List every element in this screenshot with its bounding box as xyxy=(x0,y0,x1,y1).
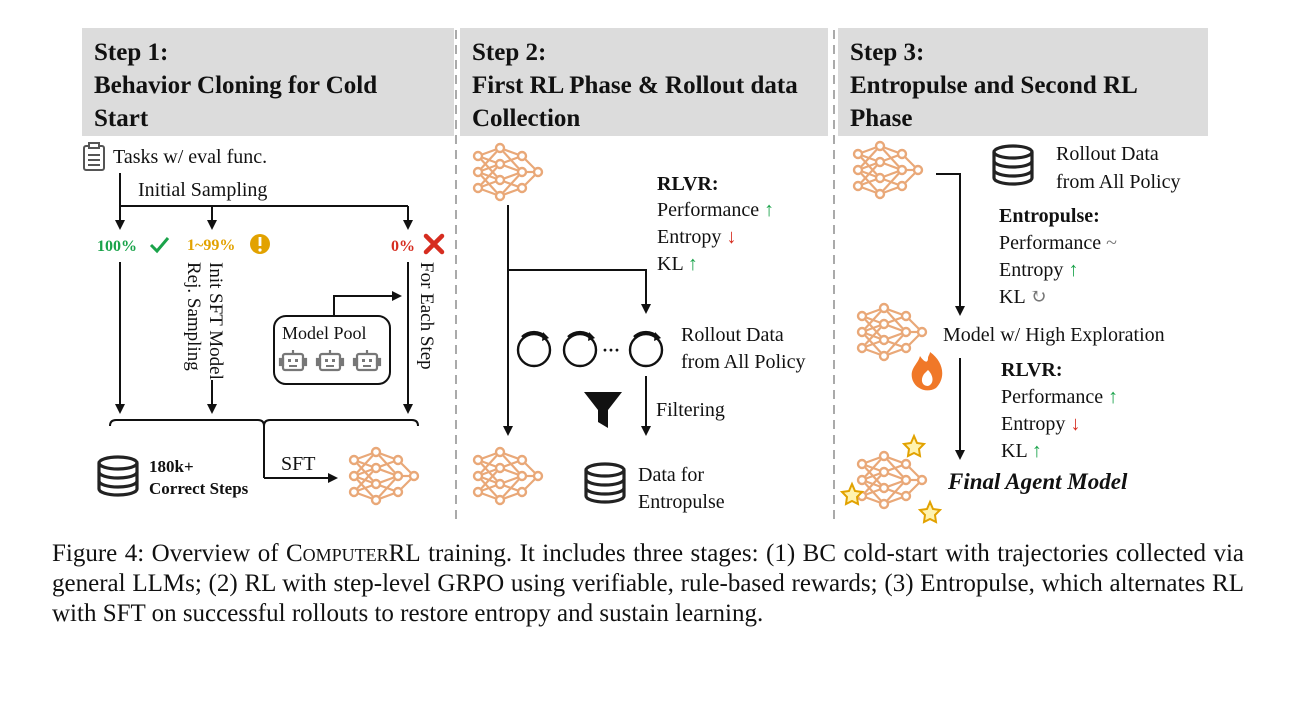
neural-network-icon xyxy=(856,302,928,362)
database-icon xyxy=(992,144,1034,186)
rollout-label: Rollout Data from All Policy xyxy=(681,322,805,376)
step3-rollout-label: Rollout Data from All Policy xyxy=(1056,140,1180,196)
data-line2: Entropulse xyxy=(638,491,725,513)
neural-network-icon xyxy=(348,446,420,506)
pct-0-label: 0% xyxy=(391,238,415,255)
pct-100-label: 100% xyxy=(97,238,137,255)
step3-performance2-row: Performance ↑ xyxy=(1001,385,1118,409)
entropy-row: Entropy ↓ xyxy=(657,225,736,249)
star-icon xyxy=(901,433,927,458)
kl-row: KL ↑ xyxy=(657,252,698,276)
entropulse-label: Entropulse: xyxy=(999,205,1100,227)
step3-performance2-label: Performance xyxy=(1001,386,1104,408)
neural-network-icon xyxy=(472,142,544,202)
init-sft-label: Init SFT Model Rej. Sampling xyxy=(182,262,226,380)
data-entropulse-label: Data for Entropulse xyxy=(638,462,725,516)
arrow-up-icon: ↑ xyxy=(764,199,775,221)
performance-row: Performance ↑ xyxy=(657,198,774,222)
tasks-label: Tasks w/ eval func. xyxy=(113,146,268,168)
entropy-label: Entropy xyxy=(657,226,722,248)
funnel-icon xyxy=(584,392,622,428)
neural-network-icon xyxy=(856,450,928,510)
step2-title-line1: Step 2: xyxy=(472,39,547,66)
correct-line2: Correct Steps xyxy=(149,479,249,498)
arrow-up-icon: ↑ xyxy=(687,253,698,275)
final-agent-label: Final Agent Model xyxy=(948,469,1128,494)
step3-kl-label: KL xyxy=(999,286,1025,308)
step3-kl-row: KL ↻ xyxy=(999,285,1047,309)
rollout-cycle-icon xyxy=(516,330,552,368)
rollout-cycle-icon xyxy=(628,330,664,368)
model-pool-label: Model Pool xyxy=(282,323,367,343)
step1-title-line2: Behavior Cloning for Cold xyxy=(94,72,378,99)
step2-title-line3: Collection xyxy=(472,105,581,132)
init-sft-line1: Init SFT Model xyxy=(205,262,226,380)
step3-title-line2: Entropulse and Second RL xyxy=(850,72,1138,99)
tilde-icon: ~ xyxy=(1106,232,1117,254)
data-line1: Data for xyxy=(638,464,705,486)
final-agent-network xyxy=(856,450,928,510)
star-icon xyxy=(839,481,865,506)
step3-rollout-line1: Rollout Data xyxy=(1056,143,1159,165)
step3-title-line1: Step 3: xyxy=(850,39,925,66)
arrow-up-icon: ↑ xyxy=(1108,386,1119,408)
sft-label: SFT xyxy=(281,453,316,475)
pct-mid-label: 1~99% xyxy=(187,237,236,254)
initial-sampling-label: Initial Sampling xyxy=(138,179,268,201)
correct-steps-label: 180k+ Correct Steps xyxy=(149,456,248,500)
star-icon xyxy=(917,499,943,524)
step3-entropy2-label: Entropy xyxy=(1001,413,1066,435)
step1-title-line1: Step 1: xyxy=(94,39,169,66)
step2-header: Step 2: First RL Phase & Rollout data Co… xyxy=(460,28,828,136)
init-sft-line2: Rej. Sampling xyxy=(183,262,204,371)
database-icon xyxy=(584,462,626,504)
step3-kl2-label: KL xyxy=(1001,440,1027,462)
caption-suffix: training. It includes three stages: (1) … xyxy=(52,540,1244,627)
step1-header: Step 1: Behavior Cloning for Cold Start xyxy=(82,28,454,136)
flame-icon xyxy=(911,352,943,391)
cross-icon xyxy=(423,233,445,255)
rollout-cycle-icon xyxy=(562,330,598,368)
rlvr-label: RLVR: xyxy=(657,173,719,195)
for-each-step-label: For Each Step xyxy=(416,262,437,370)
high-exploration-label: Model w/ High Exploration xyxy=(943,324,1165,346)
step1-title-line3: Start xyxy=(94,105,149,132)
kl-label: KL xyxy=(657,253,683,275)
step3-rlvr-label: RLVR: xyxy=(1001,359,1063,381)
step3-title-line3: Phase xyxy=(850,105,913,132)
neural-network-icon xyxy=(852,140,924,200)
database-icon xyxy=(97,455,139,497)
step3-performance-row: Performance ~ xyxy=(999,231,1117,255)
arrow-up-icon: ↑ xyxy=(1031,440,1042,462)
step1-sampling-arrows xyxy=(109,173,419,483)
rollout-line2: from All Policy xyxy=(681,351,806,373)
performance-label: Performance xyxy=(657,199,760,221)
correct-line1: 180k+ xyxy=(149,457,194,476)
clipboard-icon xyxy=(83,142,105,171)
arrow-up-icon: ↑ xyxy=(1068,259,1079,281)
step3-performance-label: Performance xyxy=(999,232,1102,254)
caption-prefix: Figure 4: Overview of xyxy=(52,540,286,567)
warning-icon xyxy=(250,234,270,254)
step3-entropy2-row: Entropy ↓ xyxy=(1001,412,1080,436)
rollout-line1: Rollout Data xyxy=(681,324,784,346)
figure-caption: Figure 4: Overview of ComputerRL trainin… xyxy=(52,539,1244,629)
cycle-arrow-icon: ↻ xyxy=(1029,286,1047,308)
neural-network-icon xyxy=(472,446,544,506)
step3-rollout-line2: from All Policy xyxy=(1056,171,1181,193)
check-icon xyxy=(149,237,170,254)
filtering-label: Filtering xyxy=(656,399,725,421)
step3-entropy-row: Entropy ↑ xyxy=(999,258,1078,282)
ellipsis-label: ··· xyxy=(602,340,621,360)
step3-kl2-row: KL ↑ xyxy=(1001,439,1042,463)
step2-arrows xyxy=(503,205,651,436)
step3-header: Step 3: Entropulse and Second RL Phase xyxy=(838,28,1208,136)
step3-entropy-label: Entropy xyxy=(999,259,1064,281)
arrow-down-icon: ↓ xyxy=(726,226,737,248)
step3-arrows xyxy=(936,173,965,460)
step2-title-line2: First RL Phase & Rollout data xyxy=(472,72,798,99)
caption-name: ComputerRL xyxy=(285,540,421,567)
arrow-down-icon: ↓ xyxy=(1070,413,1081,435)
